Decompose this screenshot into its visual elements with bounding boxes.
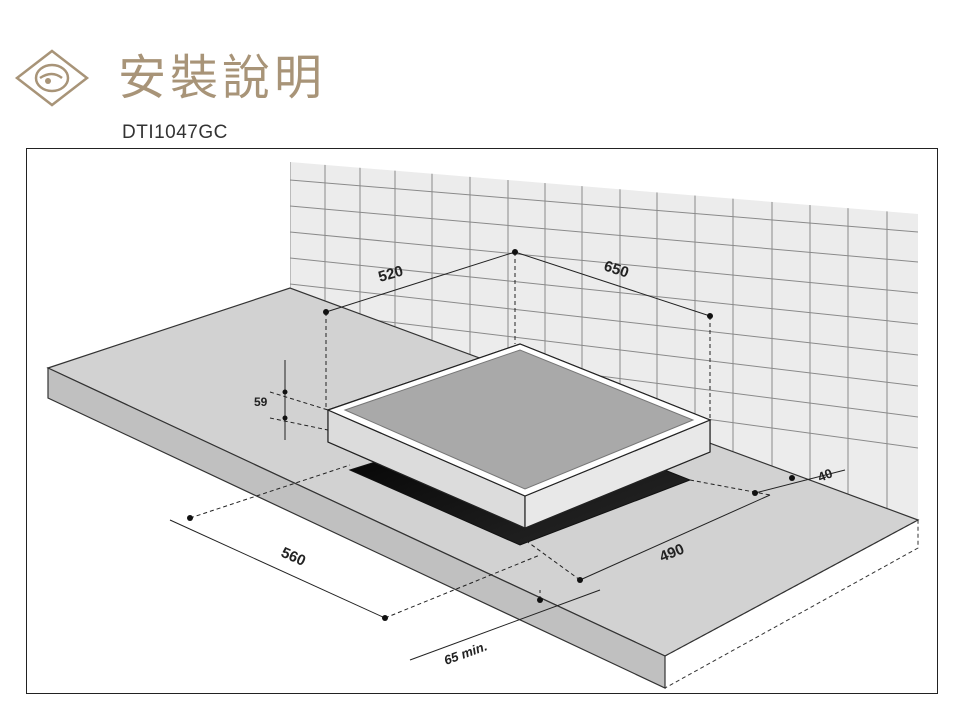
brand-logo-icon	[14, 49, 90, 107]
dim-label-59: 59	[254, 395, 268, 409]
cooktop-hob	[326, 343, 712, 529]
dimension-markers	[187, 249, 795, 621]
dim-label-560: 560	[278, 544, 308, 570]
back-wall	[290, 162, 918, 520]
diagram-frame	[26, 148, 938, 694]
dim-label-65-min: 65 min.	[442, 638, 489, 667]
dim-label-520: 520	[376, 263, 405, 286]
dim-label-650: 650	[602, 258, 631, 282]
model-number: DTI1047GC	[122, 122, 228, 143]
dimension-lines	[169, 251, 846, 661]
page-title: 安裝說明	[118, 50, 327, 106]
page-header: 安裝說明 DTI1047GC	[0, 0, 960, 150]
dim-label-40: 40	[816, 465, 835, 484]
